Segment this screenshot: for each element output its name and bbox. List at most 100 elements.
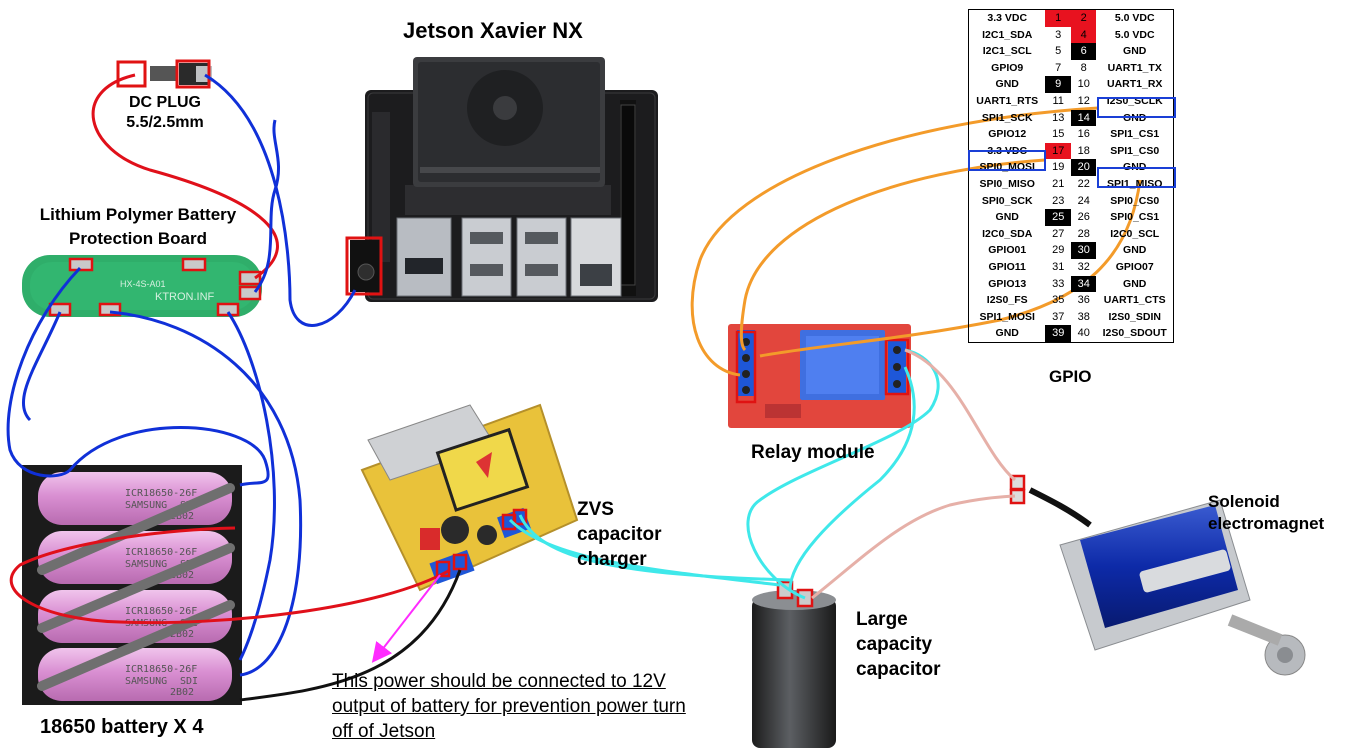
highlight-3v3-vdc (968, 150, 1046, 171)
gpio-right-name: UART1_RX (1107, 78, 1163, 91)
capacitor-label: Large capacity capacitor (856, 607, 940, 682)
gpio-pin-odd: 25 (1045, 209, 1071, 226)
gpio-left-name: SPI0_SCK (981, 194, 1033, 207)
gpio-left-name: I2C1_SDA (982, 28, 1033, 41)
capacitor-label-line2: capacity (856, 634, 933, 655)
zvs-label: ZVS capacitor charger (577, 497, 661, 572)
gpio-right-name: SPI0_CS1 (1110, 211, 1160, 224)
capacitor-label-line1: Large (856, 609, 908, 630)
highlight-i2s0-sclk (1097, 97, 1176, 118)
gpio-right-name: I2S0_SDOUT (1102, 327, 1167, 340)
gpio-pin-odd: 5 (1055, 45, 1062, 58)
gpio-pin-even: 22 (1077, 177, 1090, 190)
cell-label: ICR18650-26F (125, 664, 197, 675)
power-note-line3: off of Jetson (332, 721, 436, 742)
gpio-pin-odd: 29 (1052, 244, 1065, 257)
gpio-pin-even: 6 (1070, 43, 1097, 60)
gpio-right-name: I2S0_SDIN (1108, 310, 1161, 323)
gpio-pin-even: 2 (1070, 9, 1097, 27)
gpio-right-name: SPI1_CS1 (1110, 128, 1160, 141)
gpio-pin-even: 36 (1077, 294, 1090, 307)
gpio-pin-even: 34 (1070, 275, 1097, 293)
cell-label: 2B02 (170, 511, 194, 522)
gpio-pin-odd: 27 (1052, 227, 1065, 240)
gpio-left-name: I2C1_SCL (982, 45, 1032, 58)
gpio-pin-odd: 11 (1052, 94, 1064, 107)
dc-barrel-jack (350, 240, 382, 292)
gpio-right-name: I2C0_SCL (1110, 227, 1160, 240)
bms-label-line2: Protection Board (69, 229, 207, 248)
relay-module (728, 324, 911, 428)
jetson-board (345, 57, 658, 302)
gpio-right-name: UART1_TX (1107, 61, 1162, 74)
gpio-pin-even: 18 (1077, 144, 1090, 157)
gpio-left-name: GND (995, 327, 1019, 340)
capacitor-label-line3: capacitor (856, 659, 941, 680)
gpio-pin-odd: 37 (1052, 310, 1065, 323)
cell-label: ICR18650-26F (125, 547, 197, 558)
gpio-pin-odd: 35 (1052, 294, 1065, 307)
gpio-left-name: GPIO11 (988, 260, 1026, 273)
gpio-pin-even: 30 (1070, 242, 1097, 259)
dc-plug (116, 59, 212, 89)
gpio-pin-even: 14 (1070, 109, 1097, 127)
large-capacitor (752, 580, 836, 748)
gpio-pin-odd: 3 (1055, 28, 1062, 41)
gpio-pin-even: 40 (1077, 327, 1090, 340)
gpio-pin-odd: 13 (1052, 111, 1065, 124)
bms-brand-text: KTRON.INF (155, 291, 215, 303)
gpio-pin-even: 16 (1077, 128, 1090, 141)
highlight-gnd-20 (1097, 167, 1176, 188)
zvs-label-line2: capacitor (577, 524, 662, 545)
solenoid-label-line2: electromagnet (1208, 514, 1325, 533)
cell-label: 2B02 (170, 570, 194, 581)
gpio-left-name: SPI1_MOSI (979, 310, 1035, 323)
gpio-right-name: 5.0 VDC (1114, 12, 1155, 24)
gpio-caption: GPIO (1049, 367, 1092, 386)
cell-label: SAMSUNG (125, 559, 167, 570)
usb-ports (396, 217, 567, 297)
gpio-pin-even: 8 (1080, 61, 1087, 74)
jetson-title: Jetson Xavier NX (403, 18, 583, 43)
gpio-right-name: GND (1123, 45, 1147, 58)
gpio-right-name: SPI0_CS0 (1110, 194, 1160, 207)
dc-plug-label-line1: DC PLUG (129, 94, 201, 111)
bms-label: Lithium Polymer Battery Protection Board (24, 203, 252, 251)
gpio-left-name: SPI0_MISO (979, 177, 1035, 190)
relay-label: Relay module (751, 442, 875, 463)
gpio-pin-odd: 39 (1045, 325, 1071, 343)
solenoid-label: Solenoid electromagnet (1208, 491, 1324, 535)
gpio-row: GPIO12 15 16 SPI1_CS1 (969, 126, 1174, 143)
power-note-line1: This power should be connected to 12V (332, 671, 666, 692)
solenoid-label-line1: Solenoid (1208, 492, 1280, 511)
dc-plug-label: DC PLUG 5.5/2.5mm (120, 93, 210, 133)
gpio-pin-odd: 33 (1052, 277, 1065, 290)
gpio-pin-even: 32 (1077, 260, 1090, 273)
gpio-right-name: UART1_CTS (1103, 294, 1166, 307)
gpio-left-name: GPIO12 (988, 128, 1027, 141)
gpio-left-name: GPIO13 (988, 277, 1027, 290)
solenoid (1009, 474, 1306, 676)
cell-label: SDI (180, 676, 198, 687)
barrel-jack-highlight (345, 236, 383, 296)
cell-label: ICR18650-26F (125, 488, 197, 499)
battery-pack: ICR18650-26F SAMSUNG SDI 2B02 ICR18650-2… (22, 465, 242, 705)
gpio-pin-even: 24 (1077, 194, 1090, 207)
gpio-right-name: 5.0 VDC (1114, 28, 1155, 41)
bms-label-line1: Lithium Polymer Battery (39, 205, 237, 224)
battery-label: 18650 battery X 4 (40, 716, 204, 738)
gpio-pin-odd: 15 (1052, 128, 1065, 141)
